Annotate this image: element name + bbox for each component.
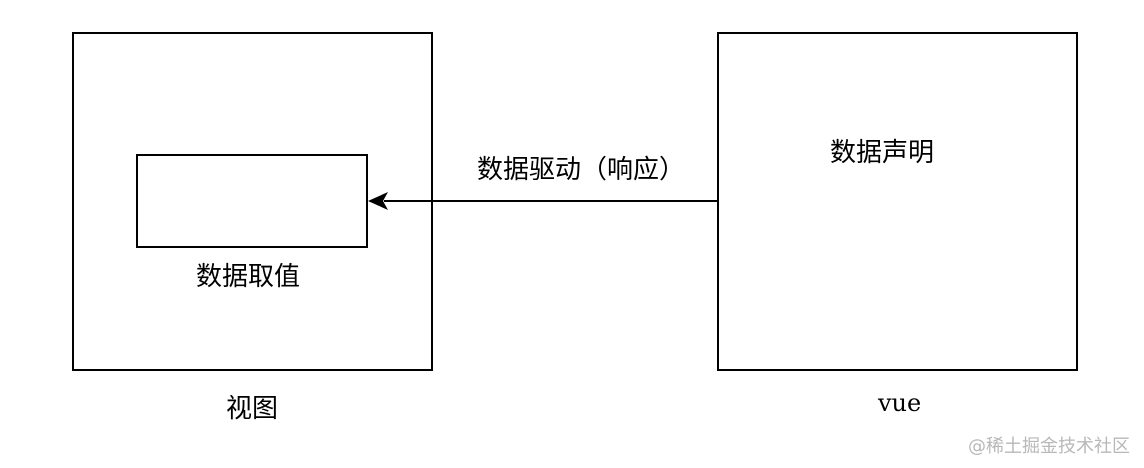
watermark: @稀土掘金技术社区	[968, 436, 1130, 457]
vue-caption: vue	[878, 389, 922, 417]
data-value-label: 数据取值	[196, 262, 301, 292]
data-value-node-box	[136, 154, 368, 248]
edge-label: 数据驱动（响应）	[477, 155, 686, 185]
view-caption: 视图	[226, 394, 279, 424]
vue-node-box	[717, 32, 1078, 371]
data-declaration-label: 数据声明	[830, 138, 935, 168]
